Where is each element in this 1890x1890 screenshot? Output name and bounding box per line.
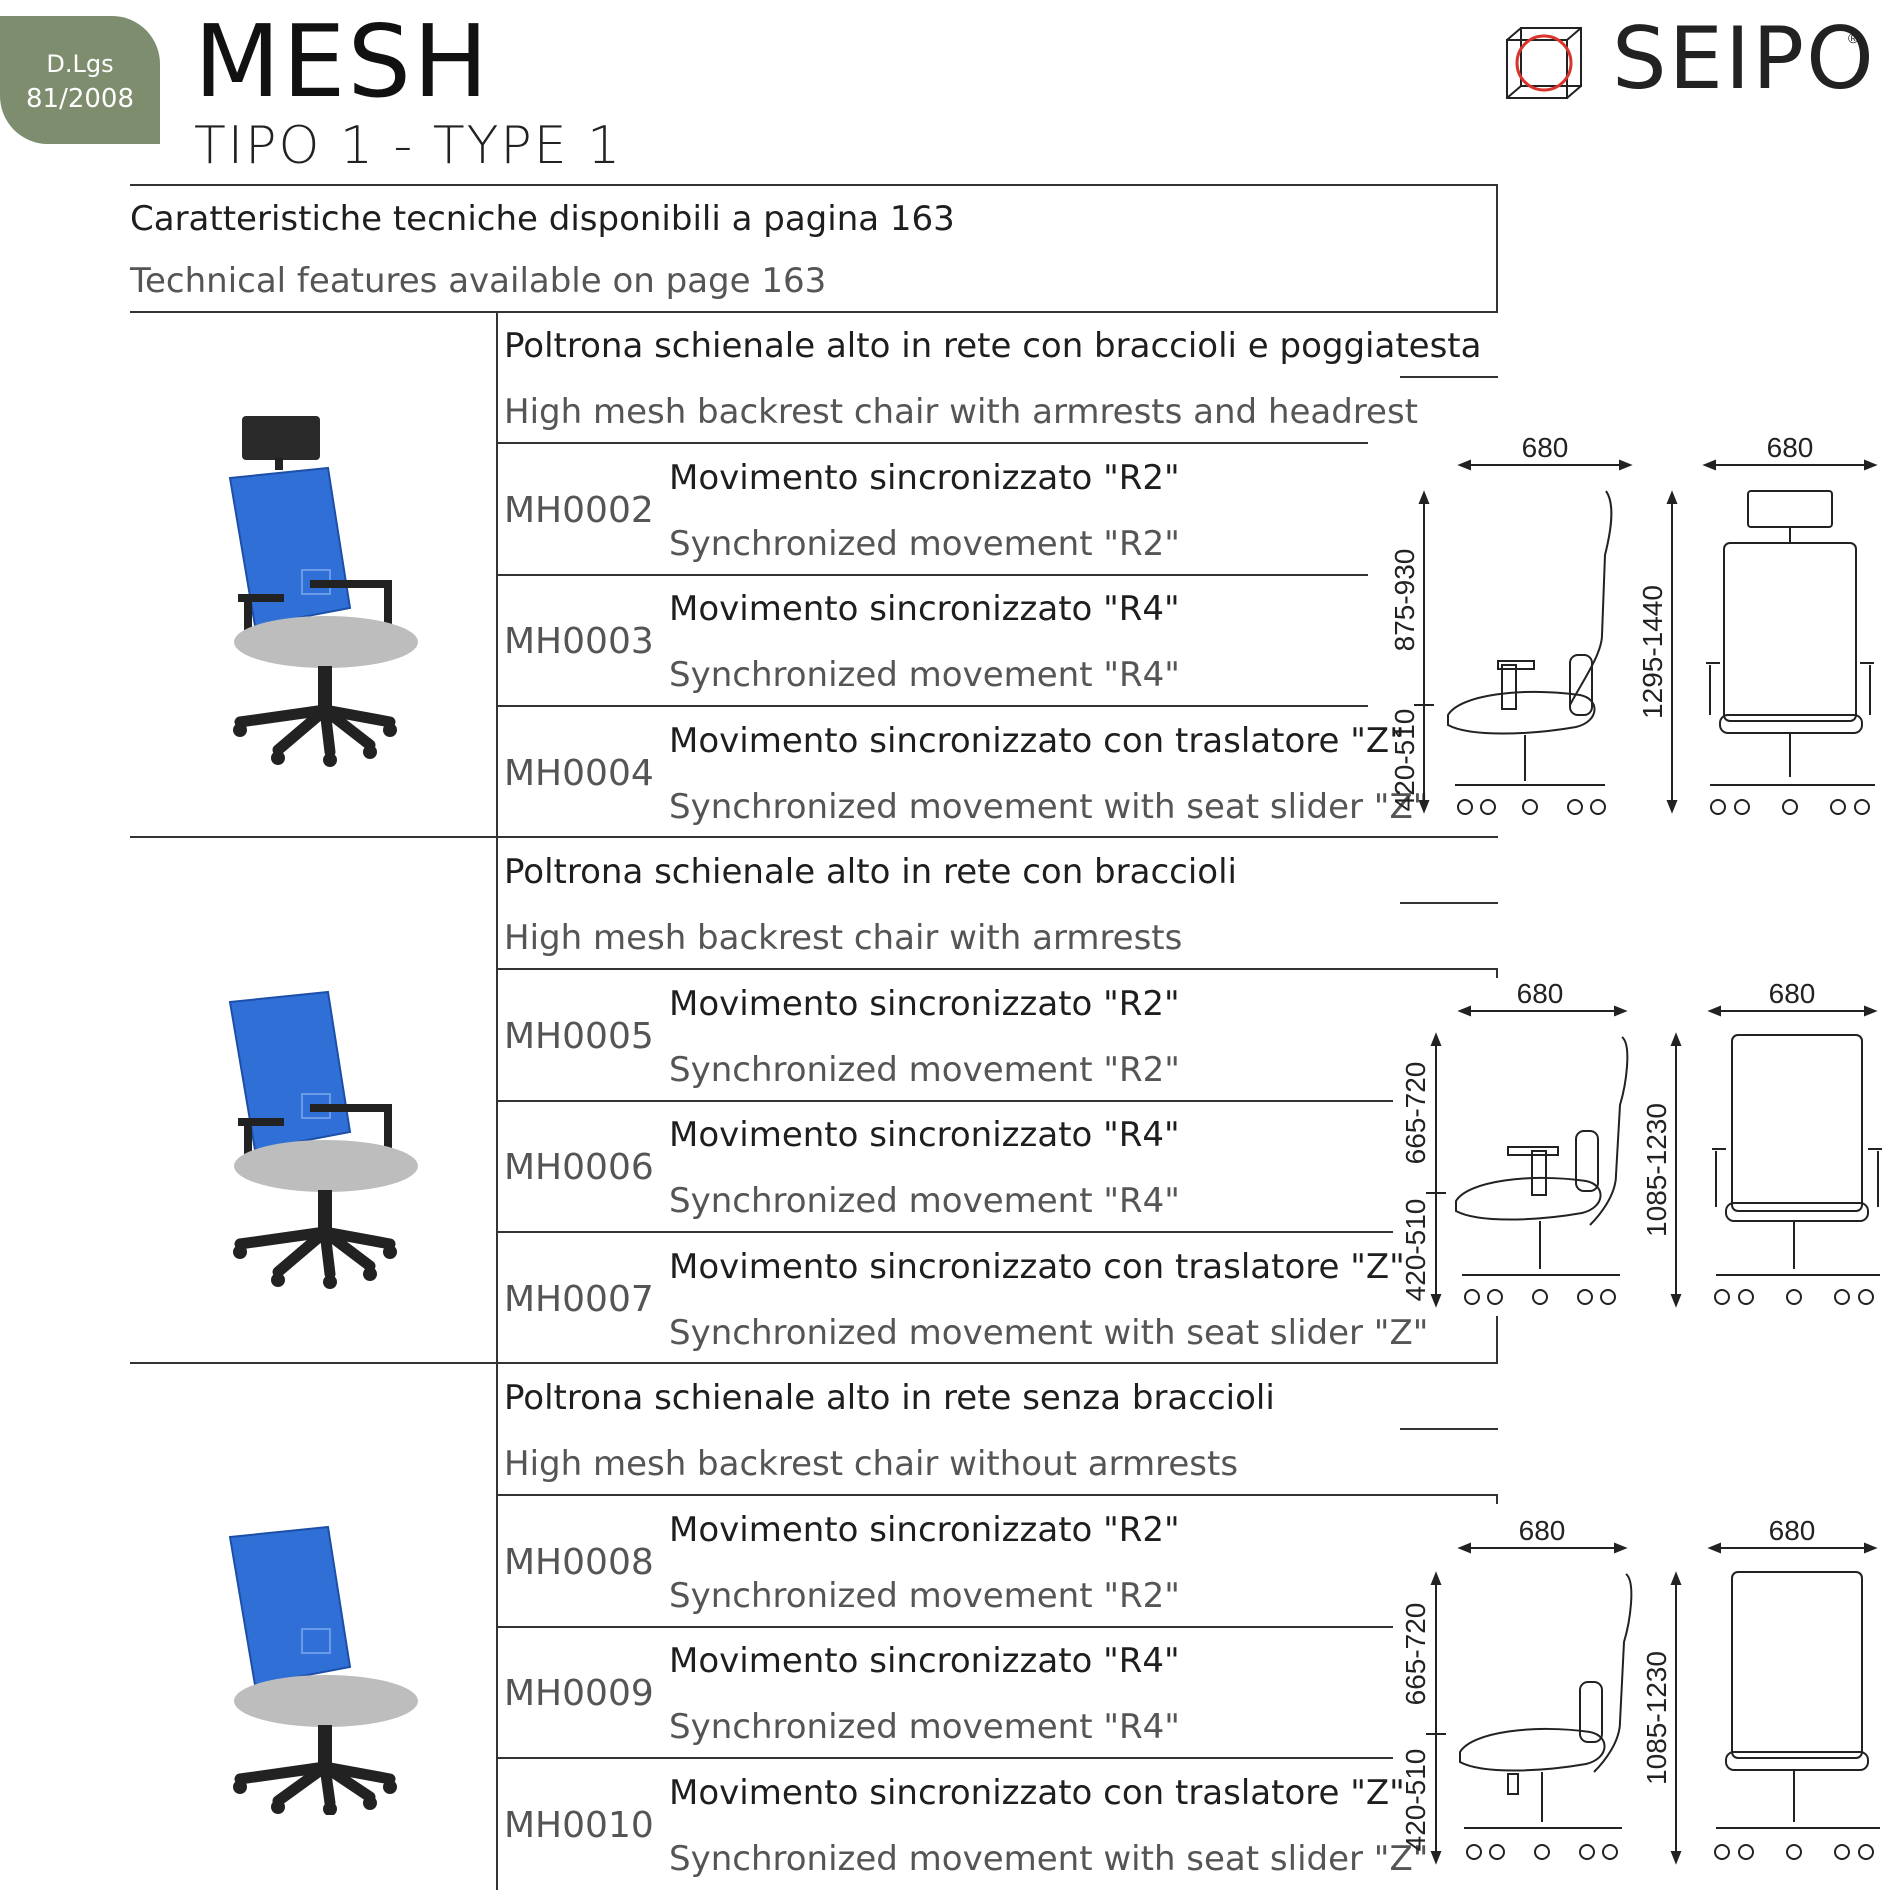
divider <box>1496 1316 1498 1364</box>
dim-seat-height: 420-510 <box>1400 1749 1431 1852</box>
brand-registered-mark: ® <box>1848 30 1859 46</box>
divider <box>1496 184 1498 312</box>
section-title-en: High mesh backrest chair with armrests a… <box>504 392 1419 432</box>
product-code: MH0008 <box>504 1542 654 1583</box>
chair-with-armrests-photo <box>228 990 418 1289</box>
dim-width-side: 680 <box>1519 1515 1566 1546</box>
divider <box>1400 902 1498 904</box>
brand-name: SEIPO <box>1612 9 1876 109</box>
dim-back-height: 875-930 <box>1389 549 1420 652</box>
divider <box>130 311 1498 313</box>
movement-it: Movimento sincronizzato "R2" <box>669 984 1180 1024</box>
divider <box>498 968 1498 970</box>
chair-with-headrest-photo <box>228 416 418 767</box>
seipo-logo-icon <box>1506 27 1582 99</box>
movement-en: Synchronized movement with seat slider "… <box>669 1839 1429 1879</box>
dim-width-front: 680 <box>1769 978 1816 1009</box>
dimension-drawing: 680 680 875-930 420-510 1295-1440 <box>1389 432 1878 815</box>
divider <box>1496 1494 1498 1504</box>
divider <box>130 836 1498 838</box>
divider <box>496 311 498 1890</box>
dim-back-height: 665-720 <box>1400 1062 1431 1165</box>
section-title-en: High mesh backrest chair with armrests <box>504 918 1183 958</box>
dim-back-height: 665-720 <box>1400 1603 1431 1706</box>
product-code: MH0005 <box>504 1016 654 1057</box>
movement-it: Movimento sincronizzato con traslatore "… <box>669 721 1405 761</box>
section-title-en: High mesh backrest chair without armrest… <box>504 1444 1239 1484</box>
dimension-drawing: 680 680 665-720 420-510 1085-1230 <box>1400 978 1882 1308</box>
dlgs-badge: D.Lgs 81/2008 <box>0 16 160 144</box>
tech-features-it: Caratteristiche tecniche disponibili a p… <box>130 199 955 239</box>
chair-without-armrests-photo <box>228 1525 418 1815</box>
section-title-it: Poltrona schienale alto in rete senza br… <box>504 1378 1275 1418</box>
movement-en: Synchronized movement "R2" <box>669 1050 1180 1090</box>
page-subtitle: TIPO 1 - TYPE 1 <box>194 116 623 176</box>
product-code: MH0003 <box>504 621 654 662</box>
badge-line-1: D.Lgs <box>46 50 114 78</box>
movement-en: Synchronized movement "R4" <box>669 1707 1180 1747</box>
movement-en: Synchronized movement "R4" <box>669 655 1180 695</box>
movement-en: Synchronized movement "R2" <box>669 1576 1180 1616</box>
badge-line-2: 81/2008 <box>25 84 134 114</box>
section-title-it: Poltrona schienale alto in rete con brac… <box>504 852 1237 892</box>
dim-total-height: 1295-1440 <box>1637 585 1668 719</box>
dimension-drawing: 680 680 665-720 420-510 1085-1230 <box>1400 1515 1880 1865</box>
tech-features-en: Technical features available on page 163 <box>130 261 827 301</box>
divider <box>130 184 1498 186</box>
product-code: MH0009 <box>504 1673 654 1714</box>
dim-width-front: 680 <box>1767 432 1814 463</box>
dim-width-front: 680 <box>1769 1515 1816 1546</box>
dim-total-height: 1085-1230 <box>1641 1103 1672 1237</box>
movement-en: Synchronized movement "R2" <box>669 524 1180 564</box>
product-code: MH0002 <box>504 490 654 531</box>
divider <box>498 1100 1393 1102</box>
page-title: MESH <box>194 3 491 120</box>
product-code: MH0004 <box>504 753 654 794</box>
divider <box>498 1231 1393 1233</box>
movement-it: Movimento sincronizzato "R4" <box>669 1115 1180 1155</box>
product-code: MH0007 <box>504 1279 654 1320</box>
divider <box>498 1626 1393 1628</box>
dim-width-side: 680 <box>1517 978 1564 1009</box>
product-code: MH0010 <box>504 1805 654 1846</box>
divider <box>1400 376 1498 378</box>
movement-it: Movimento sincronizzato con traslatore "… <box>669 1247 1405 1287</box>
section-title-it: Poltrona schienale alto in rete con brac… <box>504 326 1482 366</box>
divider <box>1400 1428 1498 1430</box>
movement-en: Synchronized movement "R4" <box>669 1181 1180 1221</box>
movement-en: Synchronized movement with seat slider "… <box>669 1313 1429 1353</box>
product-code: MH0006 <box>504 1147 654 1188</box>
dim-seat-height: 420-510 <box>1389 709 1420 812</box>
divider <box>130 1362 1498 1364</box>
dim-total-height: 1085-1230 <box>1641 1651 1672 1785</box>
movement-it: Movimento sincronizzato "R2" <box>669 1510 1180 1550</box>
dim-seat-height: 420-510 <box>1400 1199 1431 1302</box>
divider <box>498 442 1368 444</box>
divider <box>498 574 1368 576</box>
movement-it: Movimento sincronizzato "R4" <box>669 1641 1180 1681</box>
movement-it: Movimento sincronizzato "R2" <box>669 458 1180 498</box>
divider <box>498 1757 1393 1759</box>
movement-en: Synchronized movement with seat slider "… <box>669 787 1429 827</box>
divider <box>498 1494 1498 1496</box>
divider <box>1496 968 1498 978</box>
divider <box>498 705 1368 707</box>
movement-it: Movimento sincronizzato con traslatore "… <box>669 1773 1405 1813</box>
movement-it: Movimento sincronizzato "R4" <box>669 589 1180 629</box>
dim-width-side: 680 <box>1522 432 1569 463</box>
